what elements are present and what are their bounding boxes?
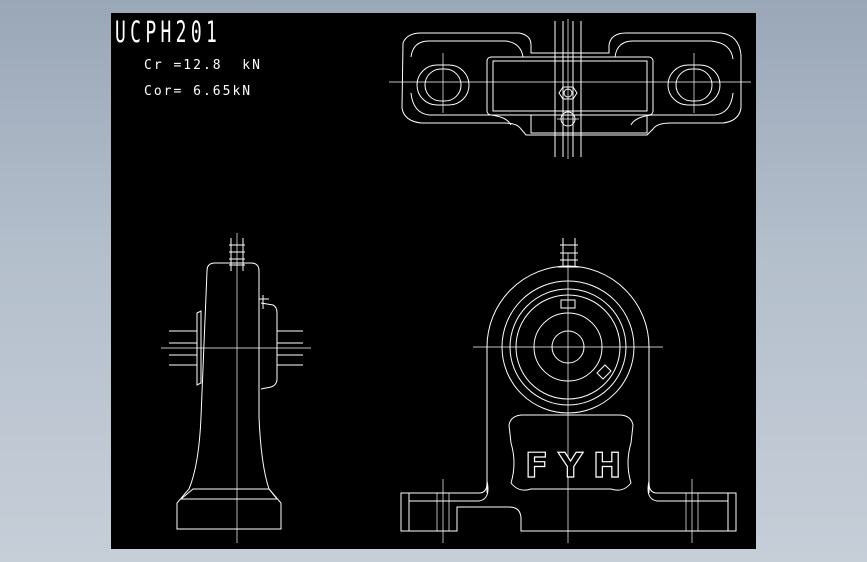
brand-logo: FYH <box>524 445 632 486</box>
bearing-drawing <box>161 19 751 543</box>
front-view <box>400 238 737 543</box>
drawing-title: UCPH201 <box>115 15 222 49</box>
dynamic-load-rating: Cr =12.8 kN <box>144 58 262 73</box>
static-load-rating: Cor= 6.65kN <box>144 84 253 99</box>
top-view <box>389 19 751 159</box>
cad-viewport[interactable]: UCPH201 Cr =12.8 kN Cor= 6.65kN <box>111 13 756 549</box>
side-view <box>161 233 311 543</box>
